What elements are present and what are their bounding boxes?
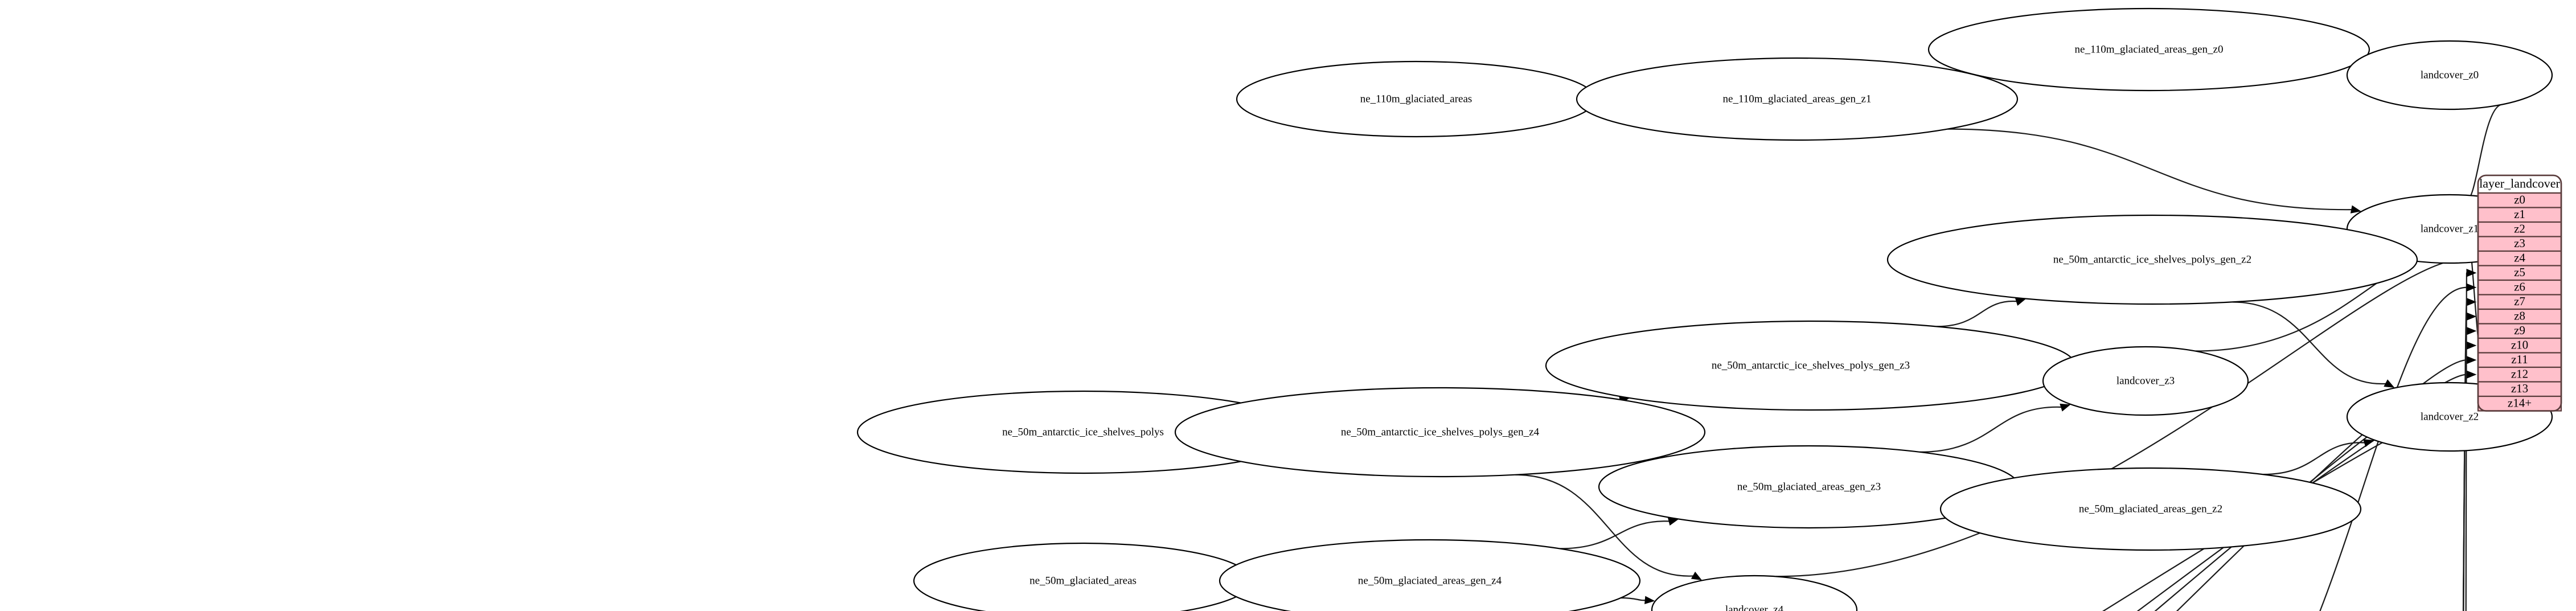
edge-arrowhead: [2466, 269, 2477, 277]
layer-table-row-z5[interactable]: [2477, 265, 2562, 281]
edge-arrowhead: [1691, 571, 1702, 580]
layer-table-outline: [2477, 174, 2562, 412]
edge-arrowhead: [2466, 356, 2477, 364]
graph-edge-landcover_z5--to--layer_landcover.z5: [2465, 269, 2477, 611]
graph-node-ne_50m_glaciated_areas_gen_z2[interactable]: ne_50m_glaciated_areas_gen_z2: [1939, 467, 2362, 551]
edge-line: [2232, 301, 2387, 384]
edge-arrowhead: [1644, 596, 1655, 605]
layer-landcover-table: layer_landcoverz0z1z2z3z4z5z6z7z8z9z10z1…: [2477, 174, 2562, 412]
edge-line: [1560, 520, 1671, 550]
layer-table-row-z11[interactable]: [2477, 352, 2562, 368]
node-ellipse: [1219, 539, 1640, 611]
edge-arrowhead: [2466, 341, 2477, 350]
layer-table-row-z8[interactable]: [2477, 308, 2562, 325]
edge-arrowhead: [2060, 403, 2071, 412]
graph-node-ne_50m_antarctic_ice_shelves_polys_gen_z2[interactable]: ne_50m_antarctic_ice_shelves_polys_gen_z…: [1886, 214, 2418, 305]
layer-table-row-z2[interactable]: [2477, 221, 2562, 237]
layer-table-row-z1[interactable]: [2477, 207, 2562, 223]
node-ellipse: [1927, 7, 2370, 92]
graph-edge-ne_50m_antarctic_ice_shelves_polys_gen_z2--to--landcover_z2: [2232, 301, 2395, 388]
edge-arrowhead: [2363, 439, 2374, 448]
layer-table-row-z9[interactable]: [2477, 323, 2562, 339]
edge-arrowhead: [2466, 327, 2477, 335]
edge-arrowhead: [2466, 312, 2477, 321]
graph-node-ne_110m_glaciated_areas_gen_z1[interactable]: ne_110m_glaciated_areas_gen_z1: [1576, 57, 2019, 141]
node-ellipse: [1651, 575, 1858, 611]
edge-line: [1937, 301, 2018, 327]
layer-table-row-z6[interactable]: [2477, 279, 2562, 296]
node-ellipse: [2042, 346, 2249, 416]
node-ellipse: [1886, 214, 2418, 305]
node-ellipse: [1236, 60, 1597, 138]
layer-table-row-z7[interactable]: [2477, 294, 2562, 310]
layer-table-row-z14plus[interactable]: [2477, 395, 2562, 412]
nodes-layer: imposm3osm_landcover_polygonsimplify_vw_…: [856, 7, 2553, 611]
edge-arrowhead: [2466, 370, 2477, 379]
edge-line: [1621, 597, 1647, 601]
node-ellipse: [1174, 387, 1706, 478]
edge-arrowhead: [2350, 205, 2361, 214]
edge-line: [1515, 474, 1695, 577]
graph-edge-landcover_z6--to--layer_landcover.z6: [2319, 283, 2477, 611]
layer-table-row-z10[interactable]: [2477, 337, 2562, 354]
graph-node-ne_110m_glaciated_areas_gen_z0[interactable]: ne_110m_glaciated_areas_gen_z0: [1927, 7, 2370, 92]
graph-edge-ne_50m_antarctic_ice_shelves_polys_gen_z4--to--landcover_z4: [1515, 474, 1702, 580]
edge-arrowhead: [2384, 379, 2395, 388]
graph-node-landcover_z0[interactable]: landcover_z0: [2346, 40, 2553, 110]
edge-arrowhead: [2466, 283, 2477, 292]
edge-line: [2319, 286, 2467, 611]
graph-edge-ne_110m_glaciated_areas_gen_z1--to--landcover_z1: [1947, 128, 2361, 214]
layer-table-row-z3[interactable]: [2477, 236, 2562, 252]
layer-table-row-z13[interactable]: [2477, 381, 2562, 397]
graph-edge-ne_50m_glaciated_areas_gen_z4--to--landcover_z4: [1621, 596, 1655, 605]
edge-line: [2463, 301, 2468, 611]
edge-line: [1919, 406, 2062, 453]
graph-edge-ne_50m_glaciated_areas_gen_z2--to--landcover_z2: [2263, 439, 2374, 475]
edge-arrowhead: [2015, 298, 2027, 306]
layer-table-row-z0[interactable]: [2477, 192, 2562, 208]
node-ellipse: [2346, 40, 2553, 110]
edge-line: [2263, 442, 2366, 475]
edge-line: [2465, 272, 2468, 611]
edge-line: [2136, 388, 2467, 611]
node-ellipse: [1545, 320, 2077, 411]
graph-node-ne_110m_glaciated_areas[interactable]: ne_110m_glaciated_areas: [1236, 60, 1597, 138]
edge-line: [1947, 128, 2353, 211]
layer-table-header-bg: [2478, 175, 2561, 193]
graph-node-ne_50m_glaciated_areas[interactable]: ne_50m_glaciated_areas: [913, 542, 1253, 611]
graph-edge-ne_50m_antarctic_ice_shelves_polys_gen_z3--to--ne_50m_antarctic_ice_shelves_polys_gen_z2: [1937, 298, 2027, 327]
edge-line: [1776, 257, 2467, 577]
edge-line: [2154, 374, 2467, 611]
layer-table-row-z12[interactable]: [2477, 366, 2562, 383]
graph-edge-ne_50m_glaciated_areas_gen_z3--to--landcover_z3: [1919, 403, 2071, 453]
graph-node-landcover_z4[interactable]: landcover_z4: [1651, 575, 1858, 611]
node-ellipse: [1576, 57, 2019, 141]
graph-edge-ne_50m_glaciated_areas_gen_z4--to--ne_50m_glaciated_areas_gen_z3: [1560, 517, 1679, 550]
node-ellipse: [913, 542, 1253, 611]
graph-node-ne_50m_glaciated_areas_gen_z4[interactable]: ne_50m_glaciated_areas_gen_z4: [1219, 539, 1640, 611]
graph-node-landcover_z3[interactable]: landcover_z3: [2042, 346, 2249, 416]
graph-node-ne_50m_antarctic_ice_shelves_polys_gen_z3[interactable]: ne_50m_antarctic_ice_shelves_polys_gen_z…: [1545, 320, 2077, 411]
layer-table-row-z4[interactable]: [2477, 250, 2562, 266]
graph-node-ne_50m_antarctic_ice_shelves_polys_gen_z4[interactable]: ne_50m_antarctic_ice_shelves_polys_gen_z…: [1174, 387, 1706, 478]
node-ellipse: [1939, 467, 2362, 551]
